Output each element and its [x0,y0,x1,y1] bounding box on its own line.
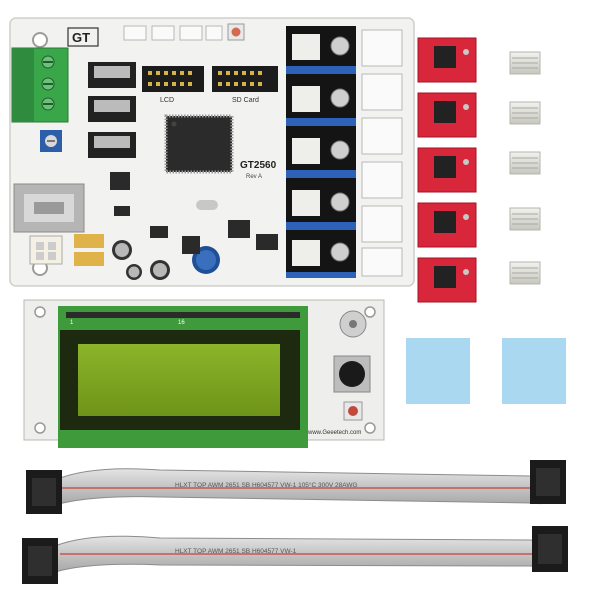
lcd-header: LCD [142,66,204,104]
reset-switch [343,401,363,421]
reset-button [227,23,245,41]
cable-print-text: HLXT TOP AWM 2651 SB H604577 VW-1 [175,548,297,555]
stepper-driver [417,147,477,193]
board-model-label: GT2560 [240,160,277,171]
board-rev-label: Rev A [246,174,262,180]
power-header [29,235,63,265]
blue-trimpot [40,130,62,152]
thermal-pad [502,338,566,404]
small-ics [110,172,278,250]
heatsink [509,207,541,231]
endstop-connectors [361,29,403,277]
controller-board: GT [9,17,415,287]
heatsinks [509,51,541,285]
usb-connector [13,183,85,233]
ribbon-cable: HLXT TOP AWM 2651 SB H604577 VW-1 [22,526,568,584]
lcd-display-module: 1 16 www.Geeetech.com [23,299,385,448]
stepper-driver [417,202,477,248]
lcd-label: LCD [160,97,174,104]
mosfets [88,62,136,158]
stepper-driver [417,37,477,83]
heatsink [509,261,541,285]
board-logo: GT [67,27,99,47]
cable-print-text: HLXT TOP AWM 2651 SB H604577 VW-1 105°C … [175,481,358,489]
heatsink [509,151,541,175]
fuses [74,234,104,266]
heatsink [509,51,541,75]
stepper-drivers [417,37,477,303]
board-logo-text: GT [72,30,90,45]
thermal-pads [406,338,566,404]
rotary-encoder [333,355,371,393]
top-connectors [123,25,223,41]
driver-sockets [286,26,356,278]
ribbon-cable: HLXT TOP AWM 2651 SB H604577 VW-1 105°C … [26,460,566,514]
thermal-pad [406,338,470,404]
buzzer [339,310,367,338]
pin-label-right: 16 [178,320,185,326]
power-terminal-block [11,47,69,123]
heatsink [509,101,541,125]
stepper-driver [417,92,477,138]
microcontroller-chip [164,114,234,174]
sd-header: SD Card [212,66,278,104]
website-label: www.Geeetech.com [307,430,361,436]
sd-card-label: SD Card [232,97,259,104]
stepper-driver [417,257,477,303]
capacitors [112,236,220,280]
pin-label-left: 1 [70,320,74,326]
